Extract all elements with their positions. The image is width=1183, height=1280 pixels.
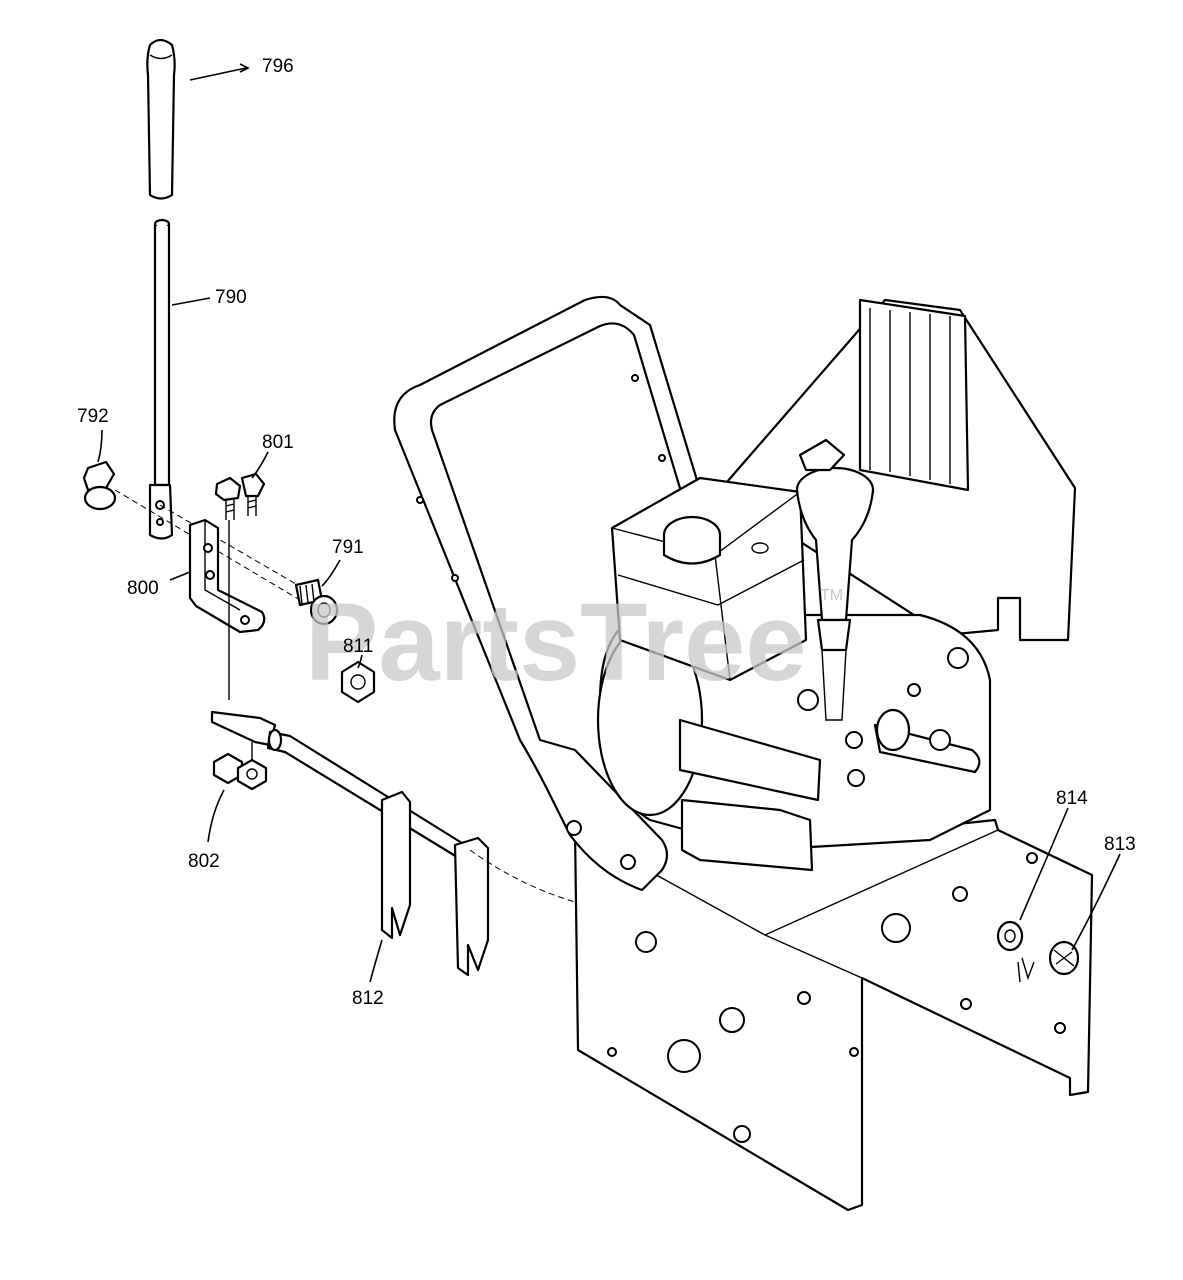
watermark: PartsTree	[305, 581, 806, 704]
nuts-802	[212, 752, 268, 791]
shift-knob-796	[146, 38, 176, 200]
callout-801: 801	[262, 432, 294, 453]
bolt-792	[82, 460, 117, 511]
callout-802: 802	[188, 851, 220, 872]
fuel-tank	[610, 476, 808, 682]
engine	[596, 298, 1077, 872]
shift-rod-790	[148, 218, 174, 540]
callout-790: 790	[215, 287, 247, 308]
callout-leaders	[97, 63, 1121, 983]
callout-791: 791	[332, 537, 364, 558]
callout-800: 800	[127, 578, 159, 599]
clip-813	[1048, 940, 1080, 976]
oil-fill-tube	[795, 438, 875, 721]
nut-811	[340, 660, 376, 704]
callout-796: 796	[262, 56, 294, 77]
watermark-trademark: TM	[820, 587, 843, 604]
washer-814	[996, 920, 1024, 952]
callout-814: 814	[1056, 788, 1088, 809]
bolt-791	[294, 578, 339, 626]
screw-801	[214, 472, 266, 520]
handle-frame	[393, 295, 708, 892]
callout-812: 812	[352, 988, 384, 1009]
bracket-800	[188, 518, 266, 634]
callout-811: 811	[343, 636, 373, 657]
callout-813: 813	[1104, 834, 1136, 855]
callout-792: 792	[77, 406, 109, 427]
shift-arm-812	[210, 710, 490, 977]
